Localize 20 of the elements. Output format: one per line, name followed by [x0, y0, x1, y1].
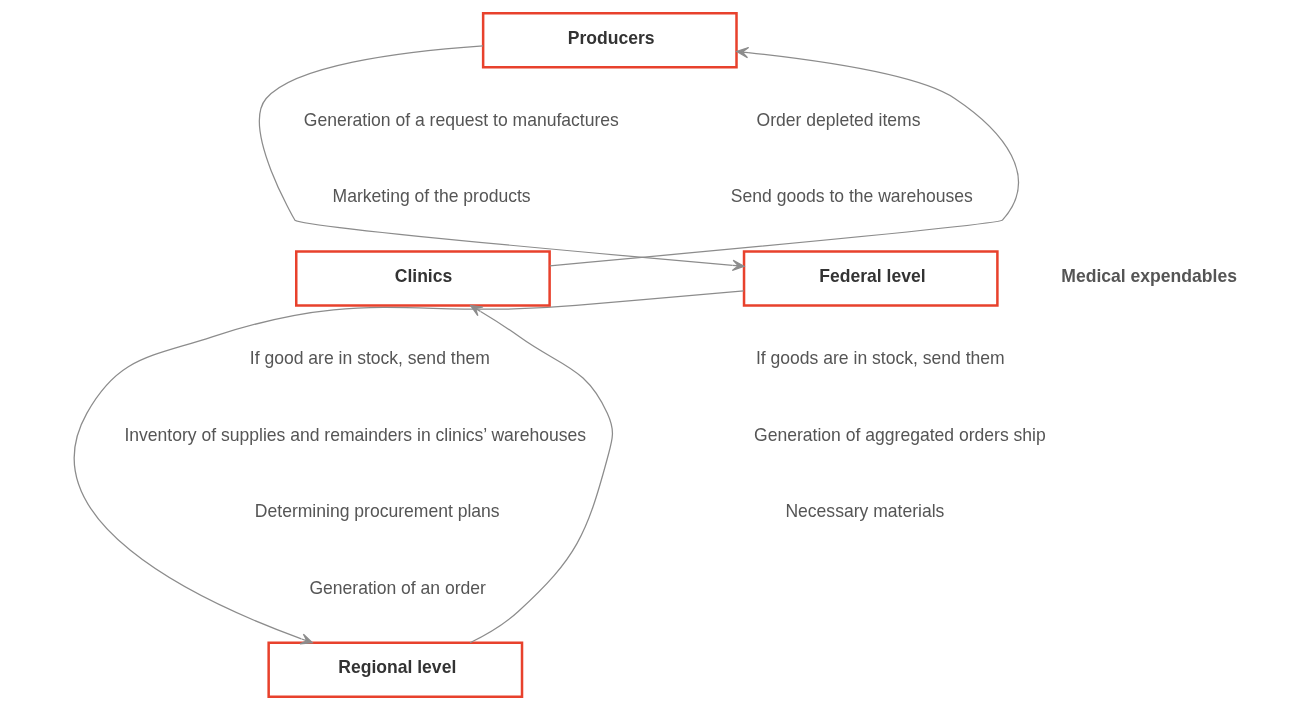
label: Send goods to the warehouses: [730, 186, 973, 207]
label: Marketing of the products: [332, 186, 531, 207]
label: Inventory of supplies and remainders in clinics’ warehouses: [123, 424, 586, 445]
arrow: [468, 305, 613, 644]
label: Generation of a request to manufactures: [303, 109, 619, 130]
node-box: Producers: [481, 11, 738, 69]
node-box: Regional level: [266, 641, 523, 699]
label: Generation of an order: [308, 577, 486, 598]
label: If goods are in stock, send them: [755, 348, 1005, 369]
node-box: Federal level: [742, 250, 999, 307]
node-box: Clinics: [294, 250, 551, 307]
label: If good are in stock, send them: [249, 348, 490, 369]
arrow: [73, 290, 744, 645]
label: Necessary materials: [784, 501, 944, 522]
arrow: [258, 45, 745, 272]
arrow: [548, 47, 1019, 267]
label: Determining procurement plans: [254, 501, 500, 522]
label: Order depleted items: [756, 109, 920, 130]
label: Medical expendables: [1060, 265, 1237, 286]
label: Generation of aggregated orders ship: [753, 424, 1046, 445]
